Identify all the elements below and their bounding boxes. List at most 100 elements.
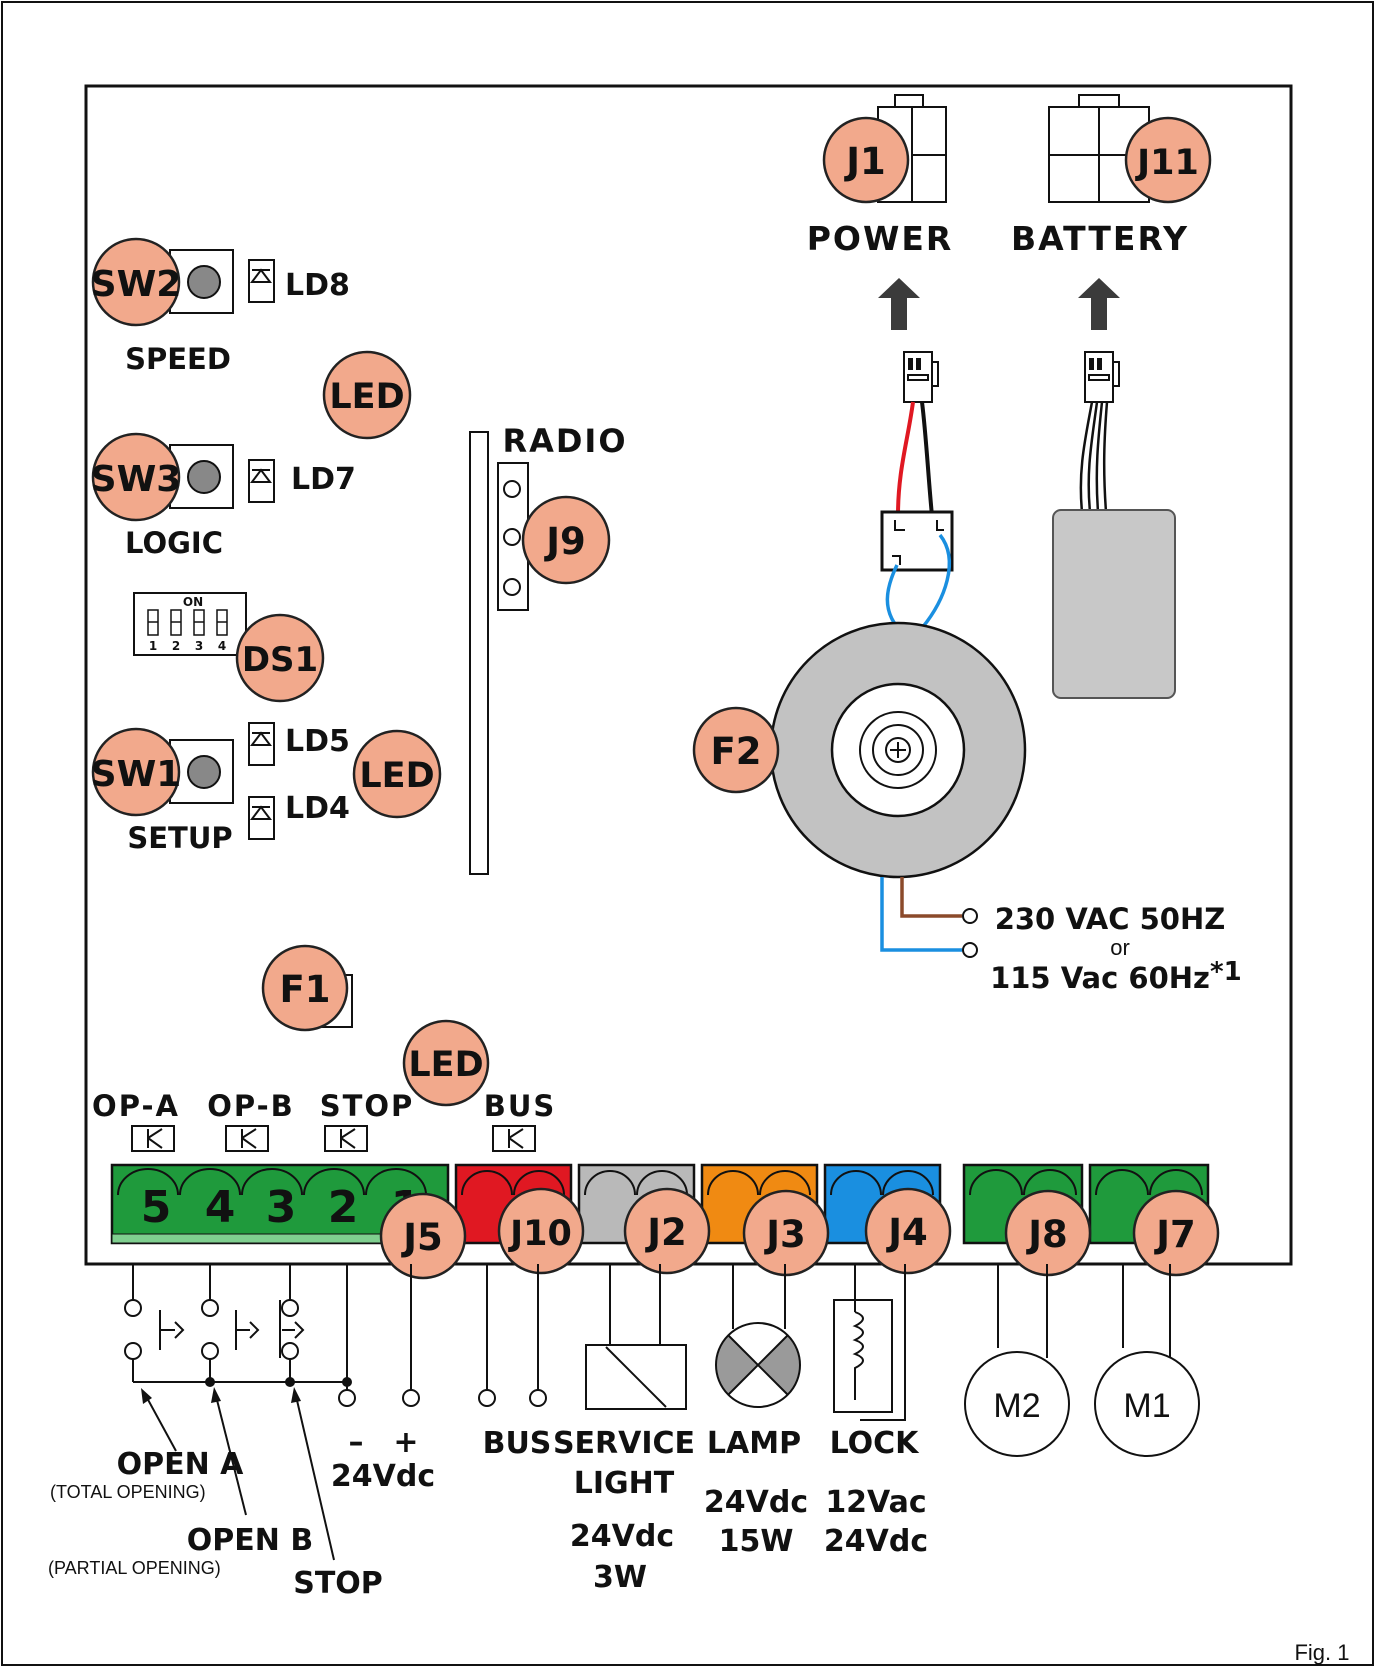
bus-bottom-label: BUS — [483, 1426, 552, 1461]
open-a-pointer — [141, 1388, 177, 1452]
terminal-3: 3 — [266, 1182, 297, 1233]
terminal-2: 2 — [328, 1182, 359, 1233]
service-light-icon — [585, 1344, 687, 1410]
m1-wires — [1122, 1264, 1171, 1358]
bus-terminal-2 — [529, 1389, 547, 1407]
bus-led-icon — [492, 1125, 536, 1152]
service-label: SERVICE — [553, 1426, 695, 1461]
badge-f2: F2 — [692, 706, 780, 794]
svg-text:J5: J5 — [400, 1216, 443, 1259]
logic-label: LOGIC — [125, 526, 223, 560]
svg-text:J11: J11 — [1135, 143, 1199, 183]
plus-terminal — [402, 1389, 420, 1407]
m2-label: M2 — [993, 1387, 1040, 1425]
svg-text:F2: F2 — [710, 730, 761, 773]
svg-text:DS1: DS1 — [242, 640, 318, 680]
red-wire — [896, 401, 915, 516]
ds1-dip-switch[interactable]: ON 1 2 3 4 — [133, 592, 247, 656]
speed-label: SPEED — [125, 342, 231, 376]
dip-on-label: ON — [183, 595, 203, 609]
power-label: POWER — [807, 219, 954, 258]
badge-led-mid: LED — [352, 729, 442, 819]
svg-text:J3: J3 — [763, 1213, 806, 1256]
svg-text:SW2: SW2 — [91, 264, 182, 305]
m2-wires — [997, 1264, 1048, 1358]
bus-terminal-1 — [478, 1389, 496, 1407]
voltage-alt: 115 Vac 60Hz — [990, 961, 1210, 995]
sw1-setup-button[interactable] — [187, 755, 221, 789]
lamp-icon — [715, 1322, 801, 1408]
badge-j11: J11 — [1124, 116, 1212, 204]
badge-j2: J2 — [623, 1187, 711, 1275]
open-b-switch — [201, 1264, 260, 1382]
terminal-4: 4 — [205, 1182, 236, 1233]
lamp-wires — [732, 1264, 786, 1329]
battery-pack — [1052, 509, 1176, 699]
battery-wires — [1079, 401, 1109, 513]
mains-terminal-l — [962, 908, 978, 924]
badge-j10: J10 — [497, 1187, 585, 1275]
sw3-logic-button[interactable] — [187, 460, 221, 494]
voltage-or: or — [1110, 935, 1130, 960]
service-watt: 3W — [593, 1560, 647, 1595]
sw2-speed-button[interactable] — [187, 265, 221, 299]
voltage-footnote: *1 — [1210, 957, 1242, 987]
fuse-holder — [880, 510, 954, 572]
lock-wires — [854, 1264, 906, 1421]
dip-4-label: 4 — [218, 639, 226, 653]
svg-text:J2: J2 — [644, 1211, 687, 1254]
battery-plug-icon — [1084, 351, 1120, 403]
battery-arrow-icon — [1078, 278, 1120, 330]
blue-mains-wire — [880, 877, 962, 952]
plus-label: + — [393, 1425, 418, 1460]
stop-label: STOP — [320, 1089, 415, 1123]
svg-text:LED: LED — [359, 756, 434, 796]
svg-text:J1: J1 — [843, 140, 886, 183]
open-a-switch — [124, 1264, 185, 1382]
op-b-label: OP-B — [207, 1089, 295, 1123]
setup-label: SETUP — [127, 821, 232, 855]
transformer — [769, 621, 1027, 879]
lock-voltage-dc: 24Vdc — [824, 1524, 928, 1559]
svg-text:LED: LED — [408, 1045, 483, 1085]
svg-text:LED: LED — [329, 377, 404, 417]
badge-ds1: DS1 — [235, 613, 325, 703]
bus-led-label: BUS — [484, 1089, 557, 1123]
dc24-label: 24Vdc — [331, 1459, 435, 1494]
lock-coil-icon — [833, 1299, 893, 1413]
open-b-pointer — [211, 1387, 247, 1516]
stop-bottom-label: STOP — [293, 1566, 383, 1601]
svg-text:J9: J9 — [543, 520, 586, 563]
badge-led-top: LED — [322, 350, 412, 440]
badge-f1: F1 — [261, 944, 349, 1032]
svg-text:J7: J7 — [1153, 1213, 1196, 1256]
radio-label: RADIO — [502, 422, 627, 460]
svg-text:J10: J10 — [508, 1214, 572, 1254]
ld7-label: LD7 — [291, 462, 356, 497]
badge-j3: J3 — [742, 1189, 830, 1277]
svg-text:J8: J8 — [1025, 1213, 1068, 1256]
ld5-label: LD5 — [285, 724, 350, 759]
service-voltage: 24Vdc — [570, 1519, 674, 1554]
badge-j1: J1 — [822, 116, 910, 204]
badge-j5: J5 — [379, 1192, 467, 1280]
open-a-sublabel: (TOTAL OPENING) — [50, 1482, 206, 1502]
figure-label: Fig. 1 — [1294, 1640, 1349, 1665]
svg-text:J4: J4 — [885, 1211, 928, 1254]
stop-switch — [279, 1264, 305, 1382]
terminal-5: 5 — [141, 1182, 172, 1233]
power-plug-icon — [903, 351, 939, 403]
dip-1-label: 1 — [149, 639, 157, 653]
light-label: LIGHT — [574, 1466, 675, 1501]
lamp-label: LAMP — [707, 1426, 801, 1461]
op-a-led-icon — [131, 1125, 175, 1152]
blue-wire-right — [920, 533, 951, 630]
ld8-led-icon — [248, 259, 275, 303]
m2-motor-icon: M2 — [964, 1351, 1070, 1457]
badge-led-bottom: LED — [402, 1019, 490, 1107]
lock-label: LOCK — [830, 1426, 921, 1461]
badge-sw3: SW3 — [91, 432, 181, 522]
voltage-main: 230 VAC 50HZ — [995, 902, 1226, 936]
